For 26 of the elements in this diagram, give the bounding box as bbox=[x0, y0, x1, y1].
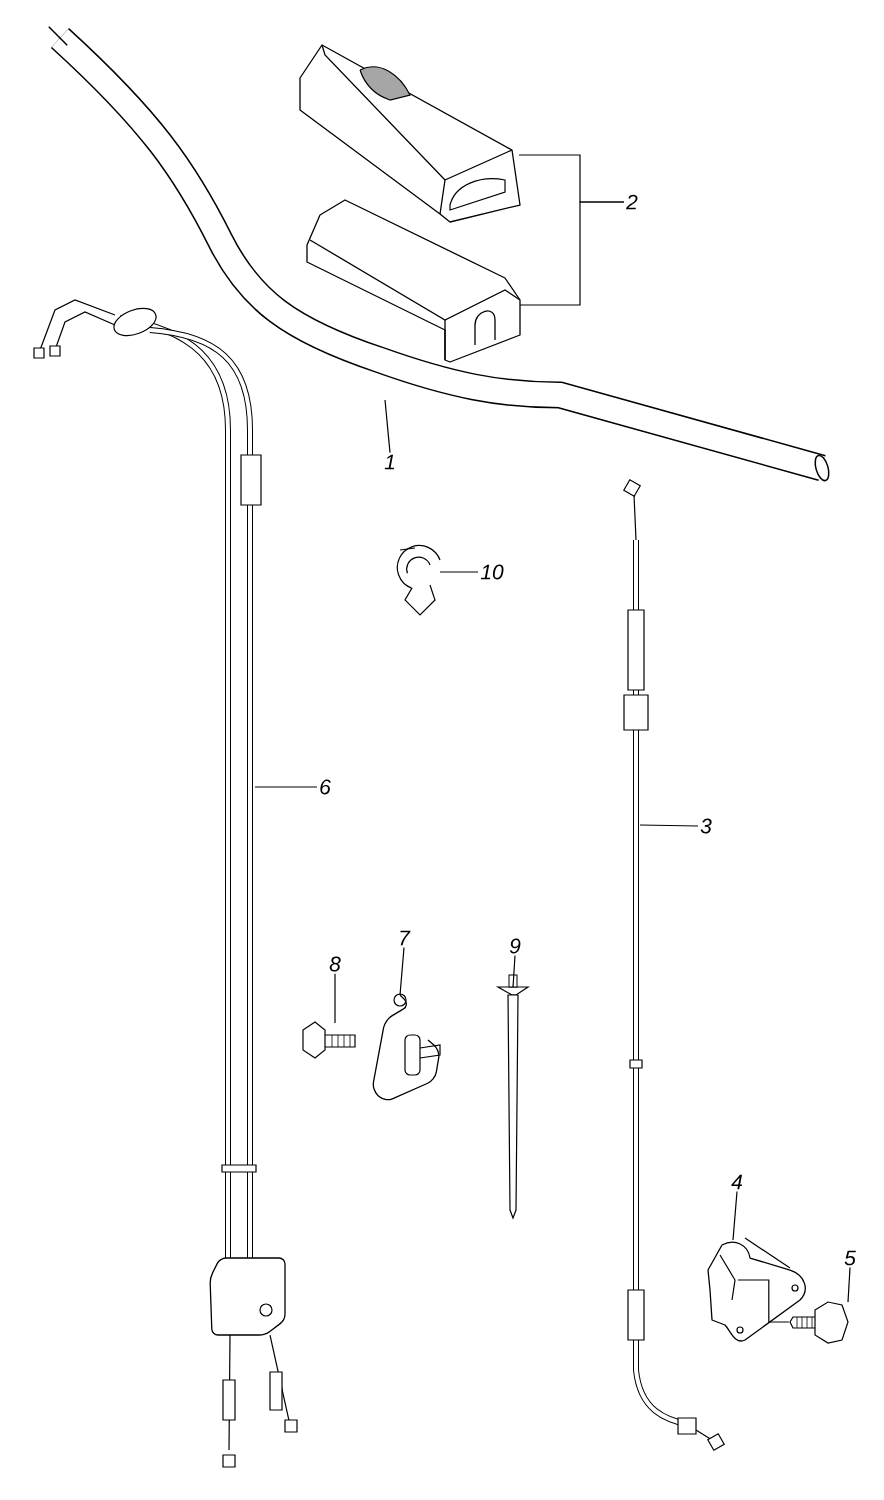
leader-line bbox=[254, 786, 318, 788]
callout-number: 6 bbox=[320, 779, 331, 795]
leader-line bbox=[512, 955, 516, 988]
leader-line bbox=[384, 399, 391, 454]
clutch-cable-drawing bbox=[623, 479, 725, 1452]
callout-number: 8 bbox=[329, 956, 341, 972]
leader-line bbox=[519, 201, 625, 306]
holder-drawing bbox=[707, 1237, 806, 1342]
leader-line bbox=[847, 1266, 851, 1303]
callout-number: 10 bbox=[480, 564, 504, 580]
bolt-drawing bbox=[789, 1301, 849, 1344]
clip-drawing bbox=[396, 544, 441, 616]
leader-line bbox=[732, 1190, 738, 1241]
leader-line bbox=[439, 571, 479, 573]
assembly-line bbox=[737, 1279, 790, 1323]
leader-line bbox=[639, 824, 699, 827]
callout-number: 7 bbox=[400, 930, 411, 946]
leader-line bbox=[334, 973, 336, 1024]
handlebar-drawing bbox=[48, 26, 830, 482]
callout-number: 4 bbox=[731, 1174, 743, 1190]
leader-line bbox=[399, 946, 405, 996]
clamp-drawing bbox=[372, 993, 441, 1101]
throttle-cable-drawing bbox=[33, 299, 298, 1468]
callout-number: 5 bbox=[844, 1250, 856, 1266]
callout-number: 9 bbox=[509, 938, 521, 954]
bolt-drawing bbox=[302, 1021, 356, 1059]
